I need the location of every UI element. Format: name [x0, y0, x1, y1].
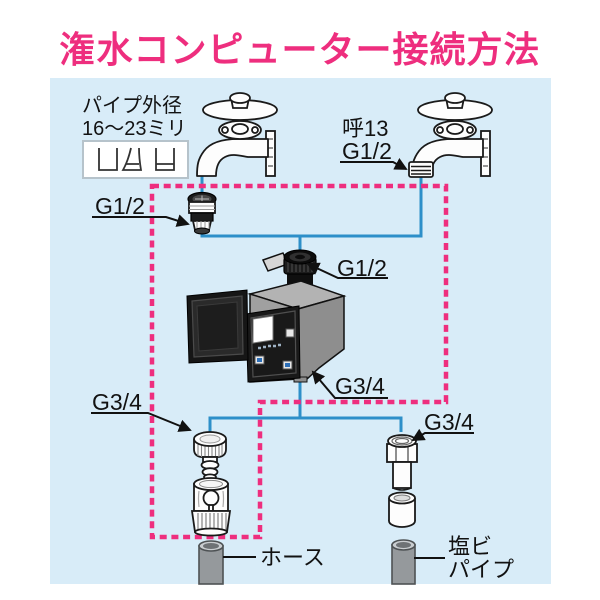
faucet-left-icon	[196, 92, 278, 177]
water-line-bottom	[208, 377, 403, 432]
label-pvc-line1: 塩ビ	[448, 534, 493, 559]
pipe-end-straight-icon	[98, 148, 118, 171]
label-pvc-pipe: 塩ビ パイプ	[448, 535, 514, 581]
faucet-right-icon	[408, 92, 493, 178]
computer-lcd-screen	[252, 315, 274, 344]
tap-adapter-icon	[187, 191, 217, 235]
arrow-pipe-connector	[411, 428, 474, 441]
irrigation-computer-icon	[186, 249, 347, 383]
arrow-hose-connector	[91, 412, 192, 432]
computer-outlet-stub	[293, 376, 308, 383]
computer-button	[285, 328, 295, 338]
hose-connector-tap-side-icon	[193, 431, 227, 481]
pipe-end-curved-icon	[121, 147, 143, 171]
right-faucet-note-line2: G1/2	[342, 138, 392, 164]
hose-quick-coupler-icon	[190, 477, 232, 537]
page-title: 潅水コンピューター接続方法	[59, 29, 541, 70]
arrow-computer-outlet	[311, 370, 388, 399]
right-faucet-note: 呼13 G1/2	[342, 117, 392, 163]
label-tap-adapter: G1/2	[95, 193, 145, 219]
pipe-size-note-line2: 16〜23ミリ	[82, 118, 187, 140]
pipe-size-note: パイプ外径 16〜23ミリ	[82, 95, 187, 141]
included-parts-outline	[149, 183, 449, 540]
label-hose: ホース	[260, 545, 325, 570]
pipe-size-legend-box	[82, 140, 189, 179]
pipe-end-thick-icon	[155, 148, 175, 171]
computer-right-face	[297, 295, 345, 380]
label-pipe-connector: G3/4	[424, 409, 474, 435]
pipe-size-note-line1: パイプ外径	[82, 95, 182, 117]
pvc-pipe-icon	[391, 539, 416, 585]
arrow-tap-adapter	[92, 214, 190, 227]
arrow-computer-inlet	[306, 262, 388, 279]
hose-icon	[198, 540, 224, 585]
pipe-sleeve-icon	[388, 491, 416, 528]
label-pvc-line2: パイプ	[448, 557, 515, 582]
arrow-right-faucet-thread	[340, 158, 408, 170]
pipe-fitting-icon	[386, 434, 418, 491]
label-computer-inlet: G1/2	[337, 255, 387, 281]
label-hose-connector: G3/4	[92, 389, 142, 415]
faucet-thread-icon	[408, 161, 434, 178]
label-computer-outlet: G3/4	[335, 373, 385, 399]
water-line-top	[200, 170, 423, 258]
right-faucet-note-line1: 呼13	[342, 116, 389, 141]
